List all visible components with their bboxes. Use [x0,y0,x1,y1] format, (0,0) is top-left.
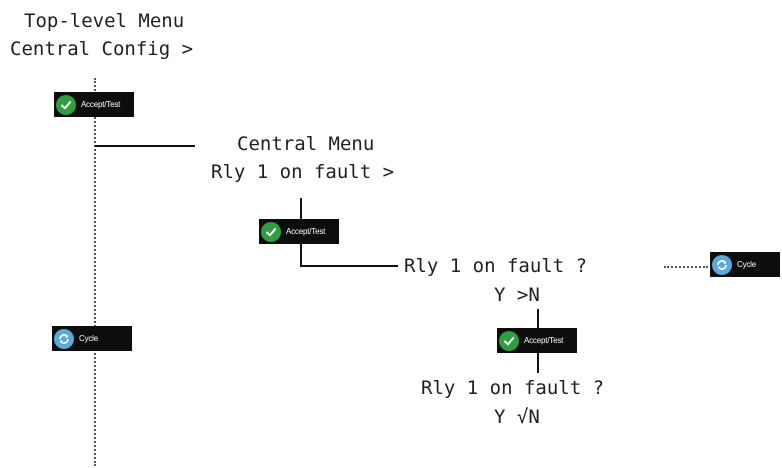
cycle-dotted-connector [664,266,708,268]
question-2-prompt: Rly 1 on fault ? [421,377,605,399]
accept-test-button-1[interactable]: Accept/Test [54,92,134,117]
accept-test-button-3[interactable]: Accept/Test [497,328,577,353]
question-1-options: Y >N [494,284,540,306]
top-level-menu-title: Top-level Menu [24,10,185,32]
connector-central-menu [95,145,195,147]
cycle-button-right[interactable]: Cycle [710,252,780,277]
cycle-arrows-icon [54,328,74,349]
connector-question-1 [300,265,398,267]
question-1-prompt: Rly 1 on fault ? [404,255,588,277]
check-icon [56,94,76,115]
cycle-label: Cycle [737,260,757,269]
central-config-item: Central Config > [10,38,194,60]
cycle-arrows-icon [712,254,732,275]
accept-test-label: Accept/Test [524,336,564,345]
accept-test-button-2[interactable]: Accept/Test [259,219,339,244]
relay-on-fault-item: Rly 1 on fault > [211,161,395,183]
central-menu-title: Central Menu [237,133,375,155]
cycle-label: Cycle [79,334,99,343]
check-icon [499,330,519,351]
accept-test-label: Accept/Test [81,100,121,109]
accept-test-label: Accept/Test [286,227,326,236]
main-flow-dotted-line [94,78,96,466]
question-2-options: Y √N [494,406,540,428]
check-icon [261,221,281,242]
cycle-button-left[interactable]: Cycle [52,326,132,351]
